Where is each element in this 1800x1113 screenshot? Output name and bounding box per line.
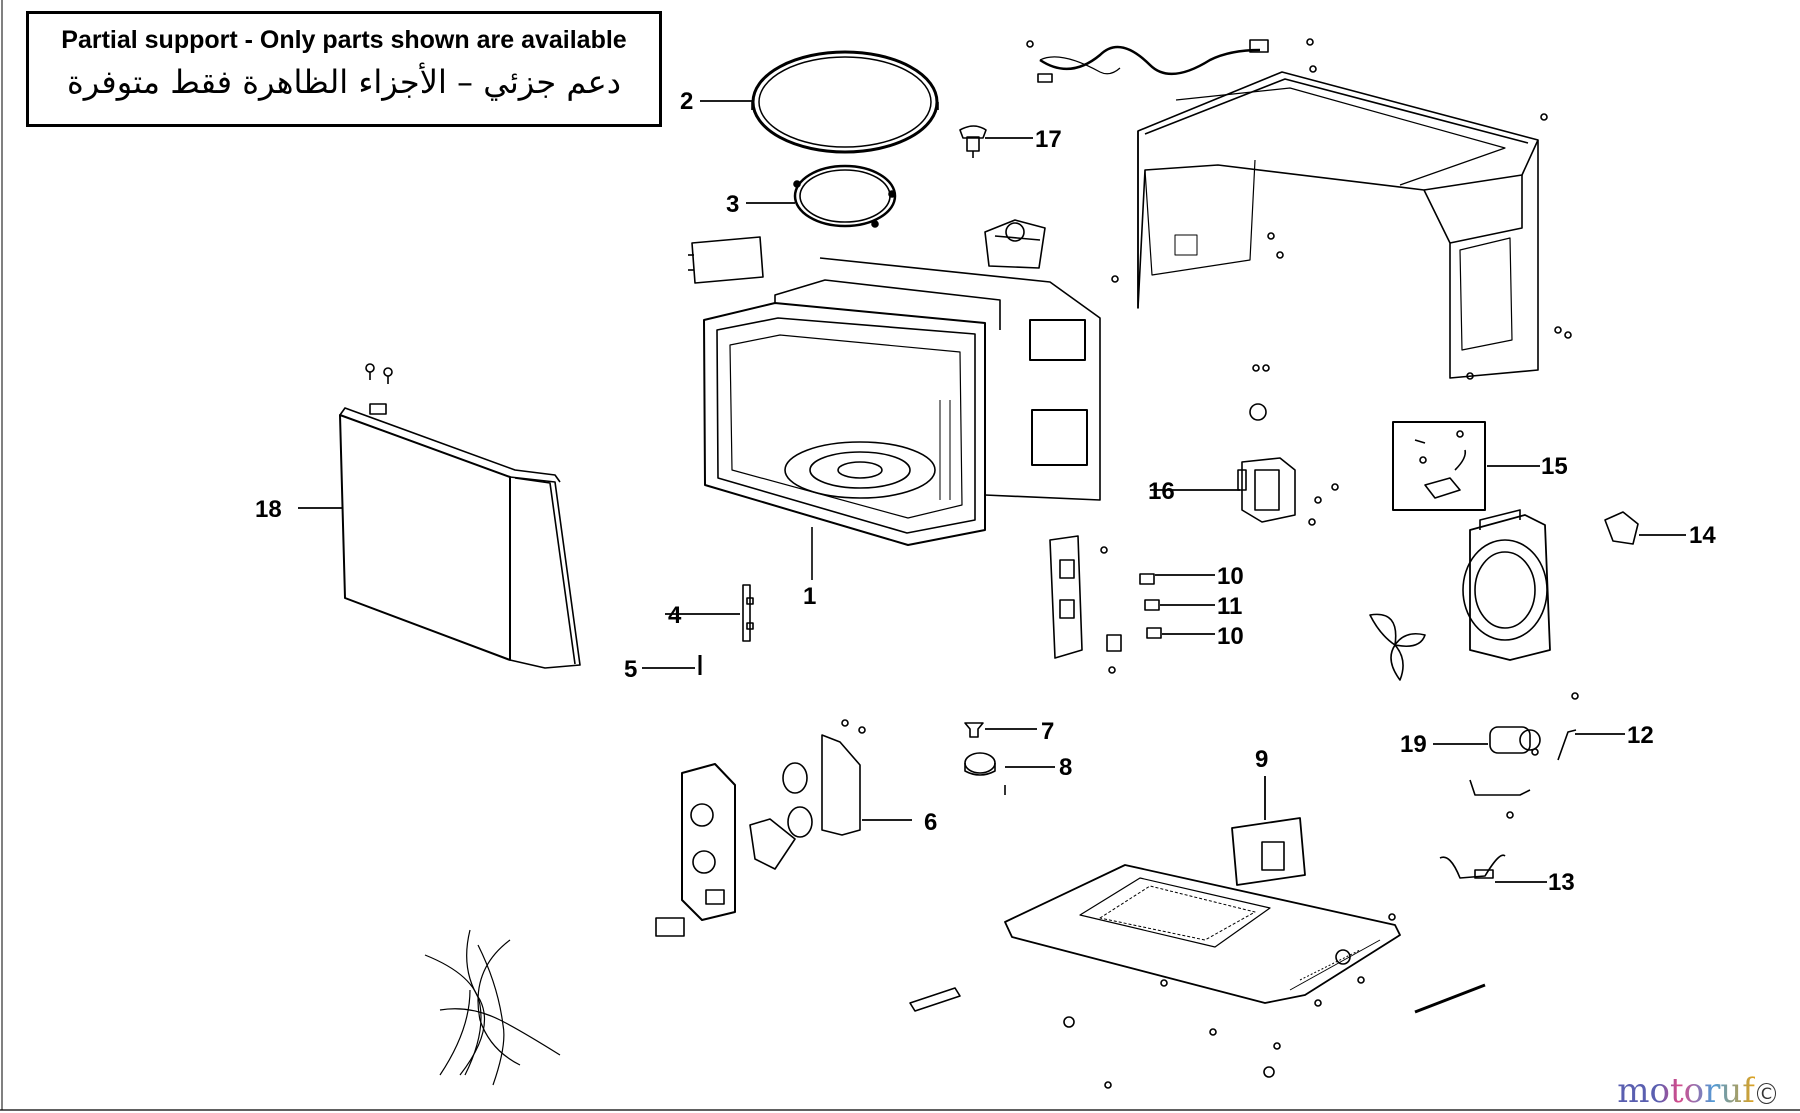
callout-1: 1 [803, 583, 816, 610]
callout-14: 14 [1689, 522, 1716, 549]
part-2-turntable-tray [751, 50, 939, 154]
callout-18: 18 [255, 496, 282, 523]
stirrer-bracket [984, 219, 1046, 269]
callout-6: 6 [924, 809, 937, 836]
part-1-cavity [703, 257, 1101, 580]
part-4-latch [742, 584, 754, 642]
part-17-coupler [959, 125, 987, 158]
latch-board [1049, 535, 1122, 674]
callout-16: 16 [1148, 478, 1175, 505]
part-9-transformer [1231, 817, 1306, 886]
callout-8: 8 [1059, 754, 1072, 781]
part-16-transformer [1237, 364, 1339, 526]
callout-3: 3 [726, 191, 739, 218]
callout-11: 11 [1217, 593, 1242, 620]
part-3-roller-ring [793, 164, 897, 228]
part-14-bracket [1604, 511, 1639, 545]
rod [1414, 983, 1486, 1014]
notice-arabic: دعم جزئي – الأجزاء الظاهرة فقط متوفرة [66, 63, 622, 101]
part-8-motor [964, 752, 1006, 795]
callout-4: 4 [668, 602, 682, 629]
callout-10-upper: 10 [1217, 563, 1244, 590]
part-19-capacitor [1489, 692, 1579, 756]
screws [1026, 38, 1572, 1089]
copyright-icon: C [1756, 1082, 1776, 1104]
part-12-clamp [1557, 729, 1577, 761]
leader-lines [298, 100, 1686, 883]
logo-text: motoruf [1617, 1071, 1755, 1111]
partial-support-notice: Partial support - Only parts shown are a… [26, 11, 662, 127]
callout-7: 7 [1041, 718, 1054, 745]
callout-19: 19 [1400, 731, 1427, 758]
part-6-control-panel [655, 719, 866, 937]
fan-duct [1462, 509, 1551, 661]
callout-10-lower: 10 [1217, 623, 1244, 650]
part-10-switch-upper [1139, 573, 1155, 585]
callout-9: 9 [1255, 746, 1268, 773]
callout-2: 2 [680, 88, 693, 115]
callout-labels: 1 2 3 4 5 6 7 8 9 10 10 11 12 13 14 15 1… [255, 88, 1716, 896]
fan-blade [1369, 613, 1426, 681]
part-13-diode [1439, 854, 1506, 879]
base-plate [1004, 864, 1401, 1004]
callout-5: 5 [624, 656, 637, 683]
callout-12: 12 [1627, 722, 1654, 749]
wiring-harness [424, 929, 561, 1086]
callout-17: 17 [1035, 126, 1062, 153]
part-15-pcb-box [1392, 421, 1486, 511]
part-7-drive-coupler [964, 722, 984, 738]
power-cord [1037, 39, 1269, 83]
callout-15: 15 [1541, 453, 1568, 480]
base-bracket [909, 987, 961, 1012]
callout-13: 13 [1548, 869, 1575, 896]
part-11-switch [1144, 599, 1160, 611]
outer-cabinet [1137, 71, 1539, 379]
part-10-switch-lower [1146, 627, 1162, 639]
capacitor-bracket [1469, 779, 1531, 819]
waveguide-cover [688, 236, 764, 284]
notice-english: Partial support - Only parts shown are a… [61, 26, 627, 54]
part-18-door [339, 363, 581, 669]
